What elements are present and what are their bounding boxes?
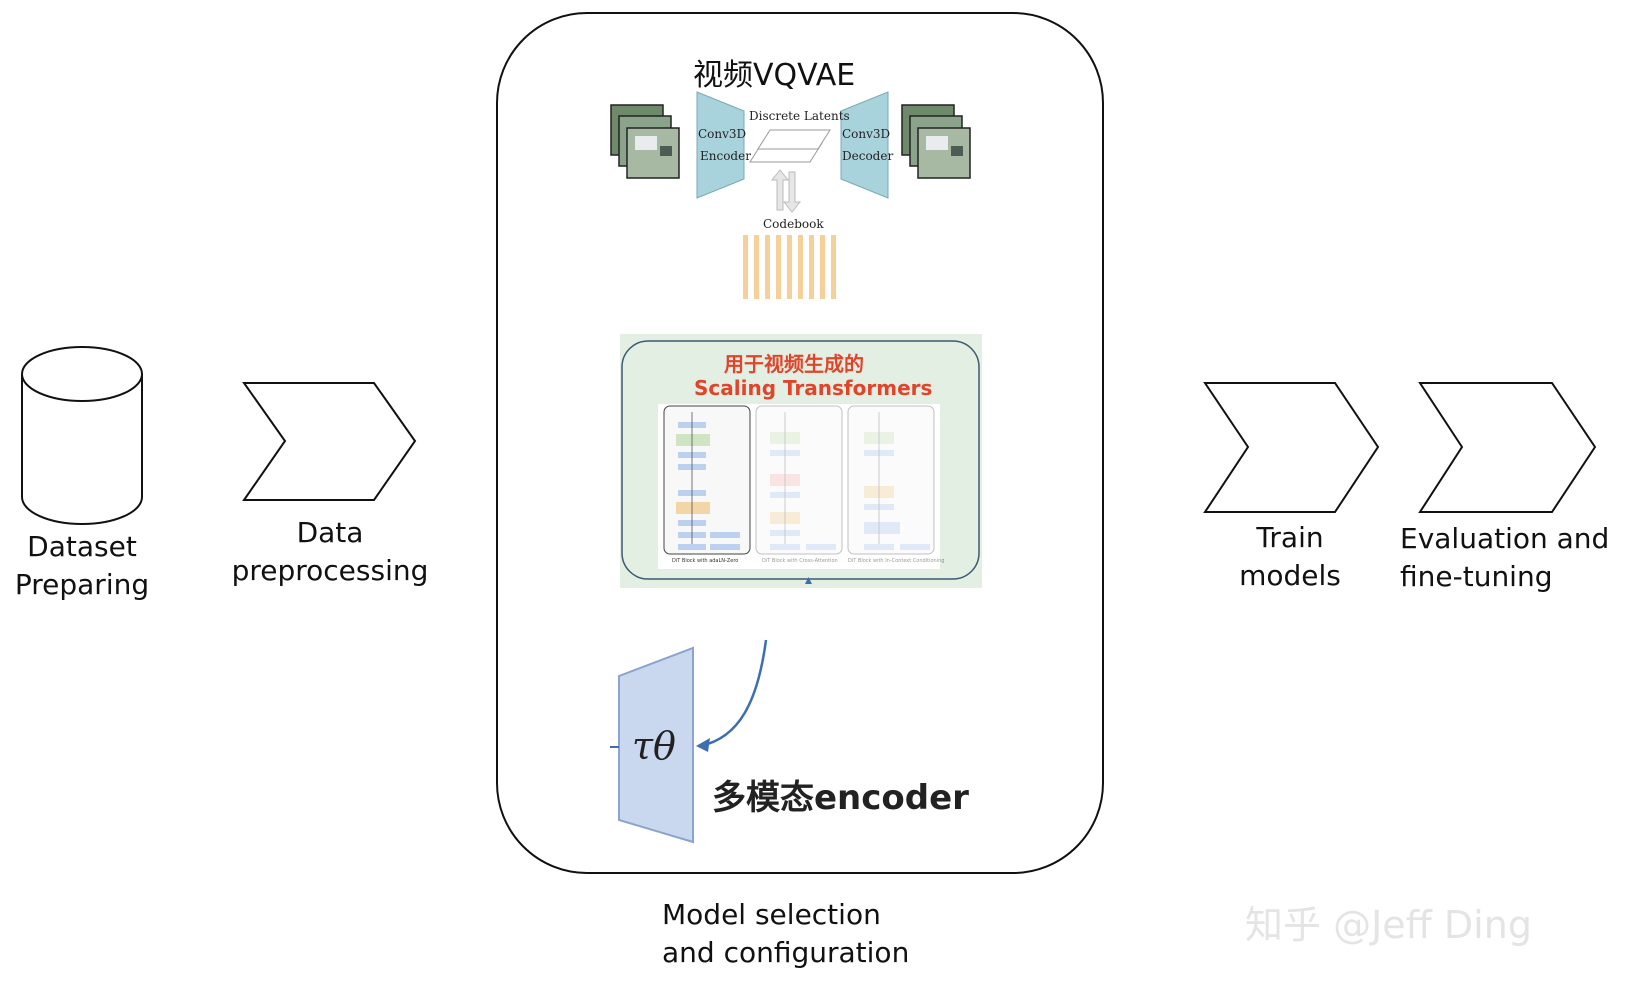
evaluation-label-line1: Evaluation and [1400, 522, 1610, 555]
panel3-caption: DiT Block with In-Context Conditioning [848, 558, 945, 564]
evaluation-label-line2: fine-tuning [1400, 560, 1553, 593]
train-chevron [1203, 382, 1380, 513]
tau-symbol: τθ [632, 724, 676, 768]
encoder-label-line2: Encoder [700, 149, 751, 163]
condition-arrowhead-icon [696, 738, 710, 752]
output-video-frames-icon [901, 104, 971, 179]
decoder-label-line1: Conv3D [842, 127, 891, 141]
discrete-latents-icon [749, 129, 831, 163]
tau-encoder-shape [618, 646, 694, 844]
codebook-arrows-icon [770, 169, 802, 213]
panel2-caption: DiT Block with Cross-Attention [762, 558, 838, 564]
dataset-label-line1: Dataset [27, 530, 137, 563]
dataset-label: Dataset Preparing [0, 528, 164, 604]
dataset-cylinder-icon [21, 346, 143, 525]
panel1-caption: DiT Block with adaLN-Zero [672, 558, 739, 564]
model-label-line2: and configuration [662, 936, 910, 969]
transformer-panel-border [621, 340, 980, 580]
vqvae-title: 视频VQVAE [693, 58, 856, 93]
dit-block-adaln-icon [663, 405, 751, 555]
panel-bottom-arrow-icon [805, 577, 812, 584]
evaluation-chevron [1418, 382, 1597, 513]
preprocessing-chevron [242, 382, 417, 501]
model-label-line1: Model selection [662, 898, 881, 931]
dataset-label-line2: Preparing [14, 568, 150, 601]
conv3d-encoder-shape [696, 91, 745, 199]
decoder-label-line2: Decoder [842, 149, 894, 163]
encoder-label-line1: Conv3D [698, 127, 747, 141]
multimodal-encoder-label: 多模态encoder [712, 778, 969, 818]
dit-block-in-context-icon [847, 405, 935, 555]
codebook-bars-icon [743, 235, 836, 299]
evaluation-label: Evaluation and fine-tuning [1400, 520, 1630, 596]
train-label-line1: Train [1256, 521, 1324, 554]
transformer-title-line2: Scaling Transformers [694, 376, 933, 400]
transformer-title-line1: 用于视频生成的 [724, 352, 864, 376]
preprocessing-label-line2: preprocessing [231, 554, 429, 587]
preprocessing-label: Data preprocessing [220, 514, 440, 590]
watermark: 知乎 @Jeff Ding [1245, 903, 1532, 947]
train-label-line2: models [1239, 559, 1341, 592]
preprocessing-label-line1: Data [296, 516, 364, 549]
model-label: Model selection and configuration [662, 896, 962, 972]
conv3d-decoder-shape [840, 91, 889, 199]
condition-arrow-line [699, 639, 768, 748]
train-label: Train models [1190, 519, 1390, 595]
codebook-label: Codebook [763, 217, 824, 231]
input-video-frames-icon [610, 104, 680, 179]
dit-block-cross-attention-icon [755, 405, 843, 555]
latents-label: Discrete Latents [749, 109, 850, 123]
